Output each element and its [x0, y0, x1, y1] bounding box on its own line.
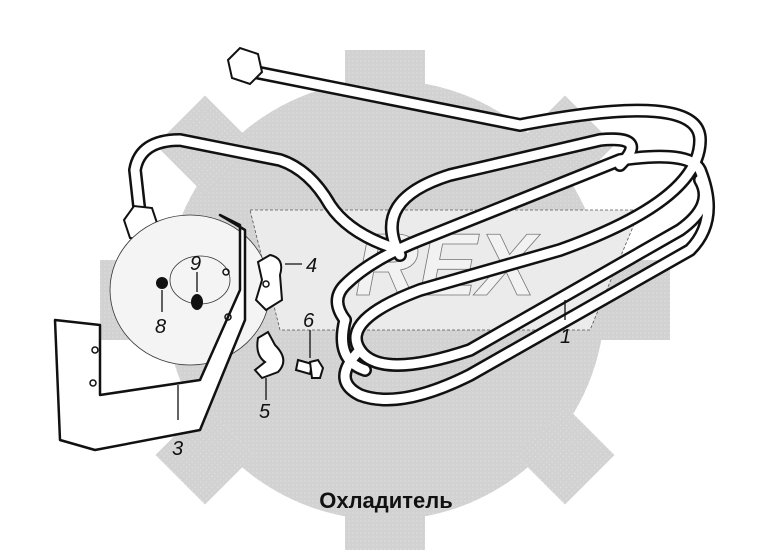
bracket-hole [89, 379, 97, 387]
bracket-hole [224, 313, 232, 321]
callout-3: 3 [172, 438, 183, 460]
washer-9 [191, 294, 203, 310]
bracket-hole [222, 268, 230, 276]
clamp-5 [253, 330, 285, 380]
bracket-hole [91, 346, 99, 354]
bolt-6 [294, 358, 325, 379]
clamp-hole [262, 280, 270, 288]
cooler-coil [128, 63, 715, 407]
diagram-title: Охладитель [319, 488, 453, 513]
callout-9: 9 [190, 253, 201, 275]
bracket-3 [53, 213, 247, 452]
leader-lines [161, 263, 566, 420]
nut-8 [156, 277, 168, 289]
callout-8: 8 [155, 316, 166, 338]
callout-5: 5 [259, 401, 271, 423]
callout-6: 6 [303, 310, 315, 332]
pipe-nut-top [226, 46, 264, 86]
callout-1: 1 [560, 326, 571, 348]
callout-4: 4 [306, 255, 317, 277]
